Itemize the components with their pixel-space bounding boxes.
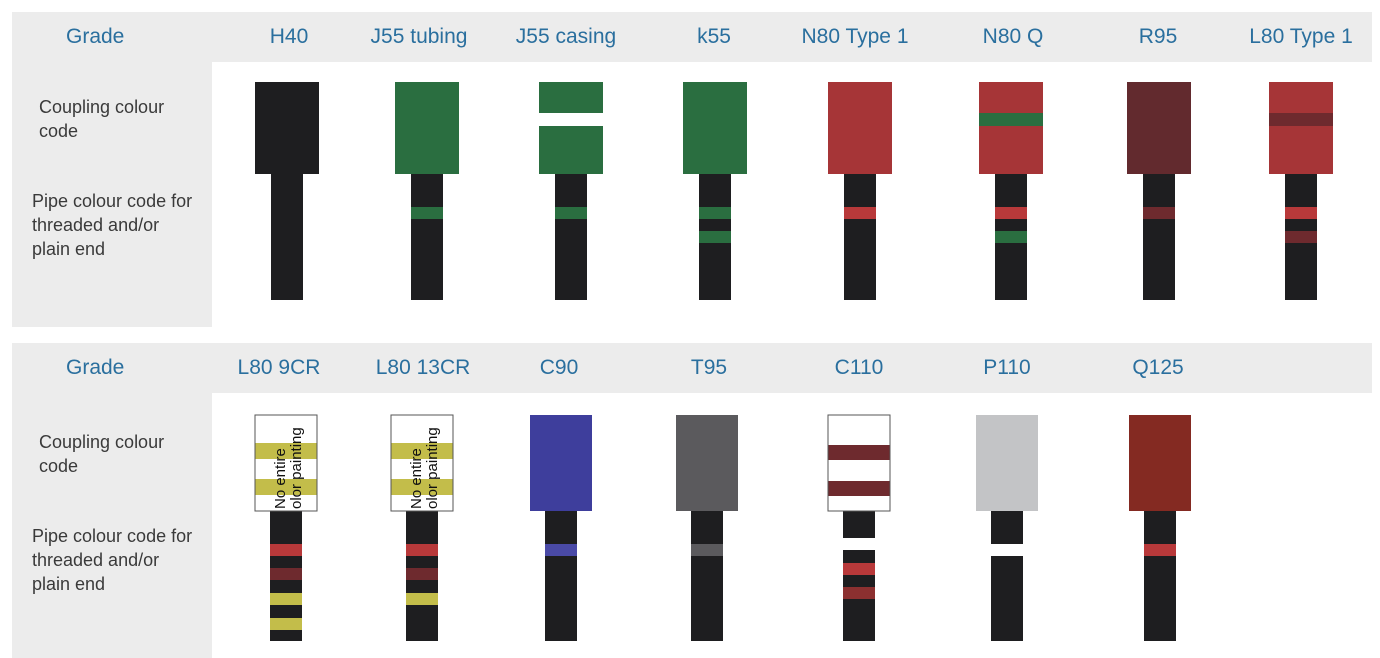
pipe-colour-band	[270, 568, 302, 580]
pipe-colour-band	[995, 231, 1027, 243]
pipe-colour-band	[555, 207, 587, 219]
coupling-body	[539, 82, 603, 174]
grade-panel-1: Grade H40 J55 tubing J55 casing k55 N80 …	[12, 12, 1372, 327]
coupling-row-label: Coupling colour code	[39, 432, 165, 476]
grade-name: L80 13CR	[375, 356, 471, 379]
coupling-body	[976, 415, 1038, 511]
grade-name: L80 Type 1	[1249, 25, 1353, 48]
coupling-note: No entireolor painting	[408, 427, 441, 509]
pipe-row-label: Pipe colour code for threaded and/or pla…	[32, 191, 193, 259]
pipe-body	[1143, 174, 1175, 300]
grade-name: N80 Type 1	[801, 25, 909, 48]
pipe-body	[691, 511, 723, 641]
pipe-colour-band	[1285, 231, 1317, 243]
pipe-colour-band	[270, 544, 302, 556]
pipe-colour-band	[844, 207, 876, 219]
coupling-body	[395, 82, 459, 174]
coupling-note-line: No entire	[408, 448, 425, 509]
coupling-colour-band	[255, 479, 317, 495]
pipe-colour-band	[545, 544, 577, 556]
grade-name: C110	[834, 356, 884, 379]
pipe-colour-band	[1143, 207, 1175, 219]
grade-name: P110	[983, 356, 1031, 379]
pipe-colour-band	[1144, 544, 1176, 556]
grade-name: Q125	[1132, 356, 1184, 379]
coupling-body	[255, 82, 319, 174]
coupling-body	[683, 82, 747, 174]
pipe-colour-band	[699, 207, 731, 219]
coupling-note-line: olor painting	[424, 427, 441, 509]
coupling-row-label: Coupling colour code	[39, 97, 165, 141]
coupling-colour-band	[828, 481, 890, 496]
pipe-colour-band	[691, 544, 723, 556]
pipe-colour-band	[1285, 207, 1317, 219]
grade-name: H40	[269, 25, 309, 48]
coupling-body	[828, 82, 892, 174]
pipe-colour-band	[843, 538, 875, 550]
pipe-colour-band	[270, 618, 302, 630]
pipe-colour-band	[406, 544, 438, 556]
pipe-colour-band	[843, 563, 875, 575]
coupling-body	[1129, 415, 1191, 511]
grade-header-row: Grade H40 J55 tubing J55 casing k55 N80 …	[12, 12, 1372, 62]
pipe-body	[1144, 511, 1176, 641]
coupling-body	[1269, 82, 1333, 174]
coupling-colour-band	[1269, 113, 1333, 126]
pipe-colour-band	[411, 207, 443, 219]
pipe-row-label: Pipe colour code for threaded and/or pla…	[32, 526, 193, 594]
grade-header-label: Grade	[66, 356, 125, 379]
coupling-colour-band	[828, 445, 890, 460]
grade-name: L80 9CR	[237, 356, 321, 379]
coupling-body	[530, 415, 592, 511]
coupling-colour-band	[979, 113, 1043, 126]
grade-name: T95	[690, 356, 728, 379]
pipe-colour-band	[991, 544, 1023, 556]
pipe-colour-band	[843, 587, 875, 599]
grade-header-label: Grade	[66, 25, 125, 48]
coupling-body	[979, 82, 1043, 174]
pipe-colour-band	[406, 568, 438, 580]
coupling-note-line: No entire	[272, 448, 289, 509]
pipe-colour-band	[270, 593, 302, 605]
grade-name: J55 casing	[515, 25, 617, 48]
pipe-colour-band	[406, 593, 438, 605]
coupling-colour-band	[391, 443, 453, 459]
grade-name: N80 Q	[982, 25, 1044, 48]
row-label-column: Coupling colour code Pipe colour code fo…	[12, 62, 212, 327]
coupling-colour-band	[255, 443, 317, 459]
pipe-body	[843, 511, 875, 641]
coupling-colour-band	[539, 113, 603, 126]
row-label-column: Coupling colour code Pipe colour code fo…	[12, 393, 212, 658]
pipe-body	[555, 174, 587, 300]
coupling-body	[1127, 82, 1191, 174]
grade-panel-2: Grade L80 9CR L80 13CR C90 T95 C110 P110…	[12, 343, 1372, 658]
pipe-body	[991, 511, 1023, 641]
coupling-body	[827, 414, 891, 512]
grade-name: J55 tubing	[370, 25, 468, 48]
coupling-colour-band	[391, 479, 453, 495]
grade-name: R95	[1138, 25, 1178, 48]
coupling-note-line: olor painting	[288, 427, 305, 509]
coupling-note: No entireolor painting	[272, 427, 305, 509]
pipe-body	[411, 174, 443, 300]
pipe-body	[545, 511, 577, 641]
pipe-body	[271, 174, 303, 300]
grade-header-row: Grade L80 9CR L80 13CR C90 T95 C110 P110…	[12, 343, 1372, 393]
pipe-body	[844, 174, 876, 300]
grade-name: C90	[539, 356, 579, 379]
grade-name: k55	[697, 25, 731, 48]
coupling-body	[676, 415, 738, 511]
pipe-colour-band	[699, 231, 731, 243]
pipe-colour-band	[995, 207, 1027, 219]
